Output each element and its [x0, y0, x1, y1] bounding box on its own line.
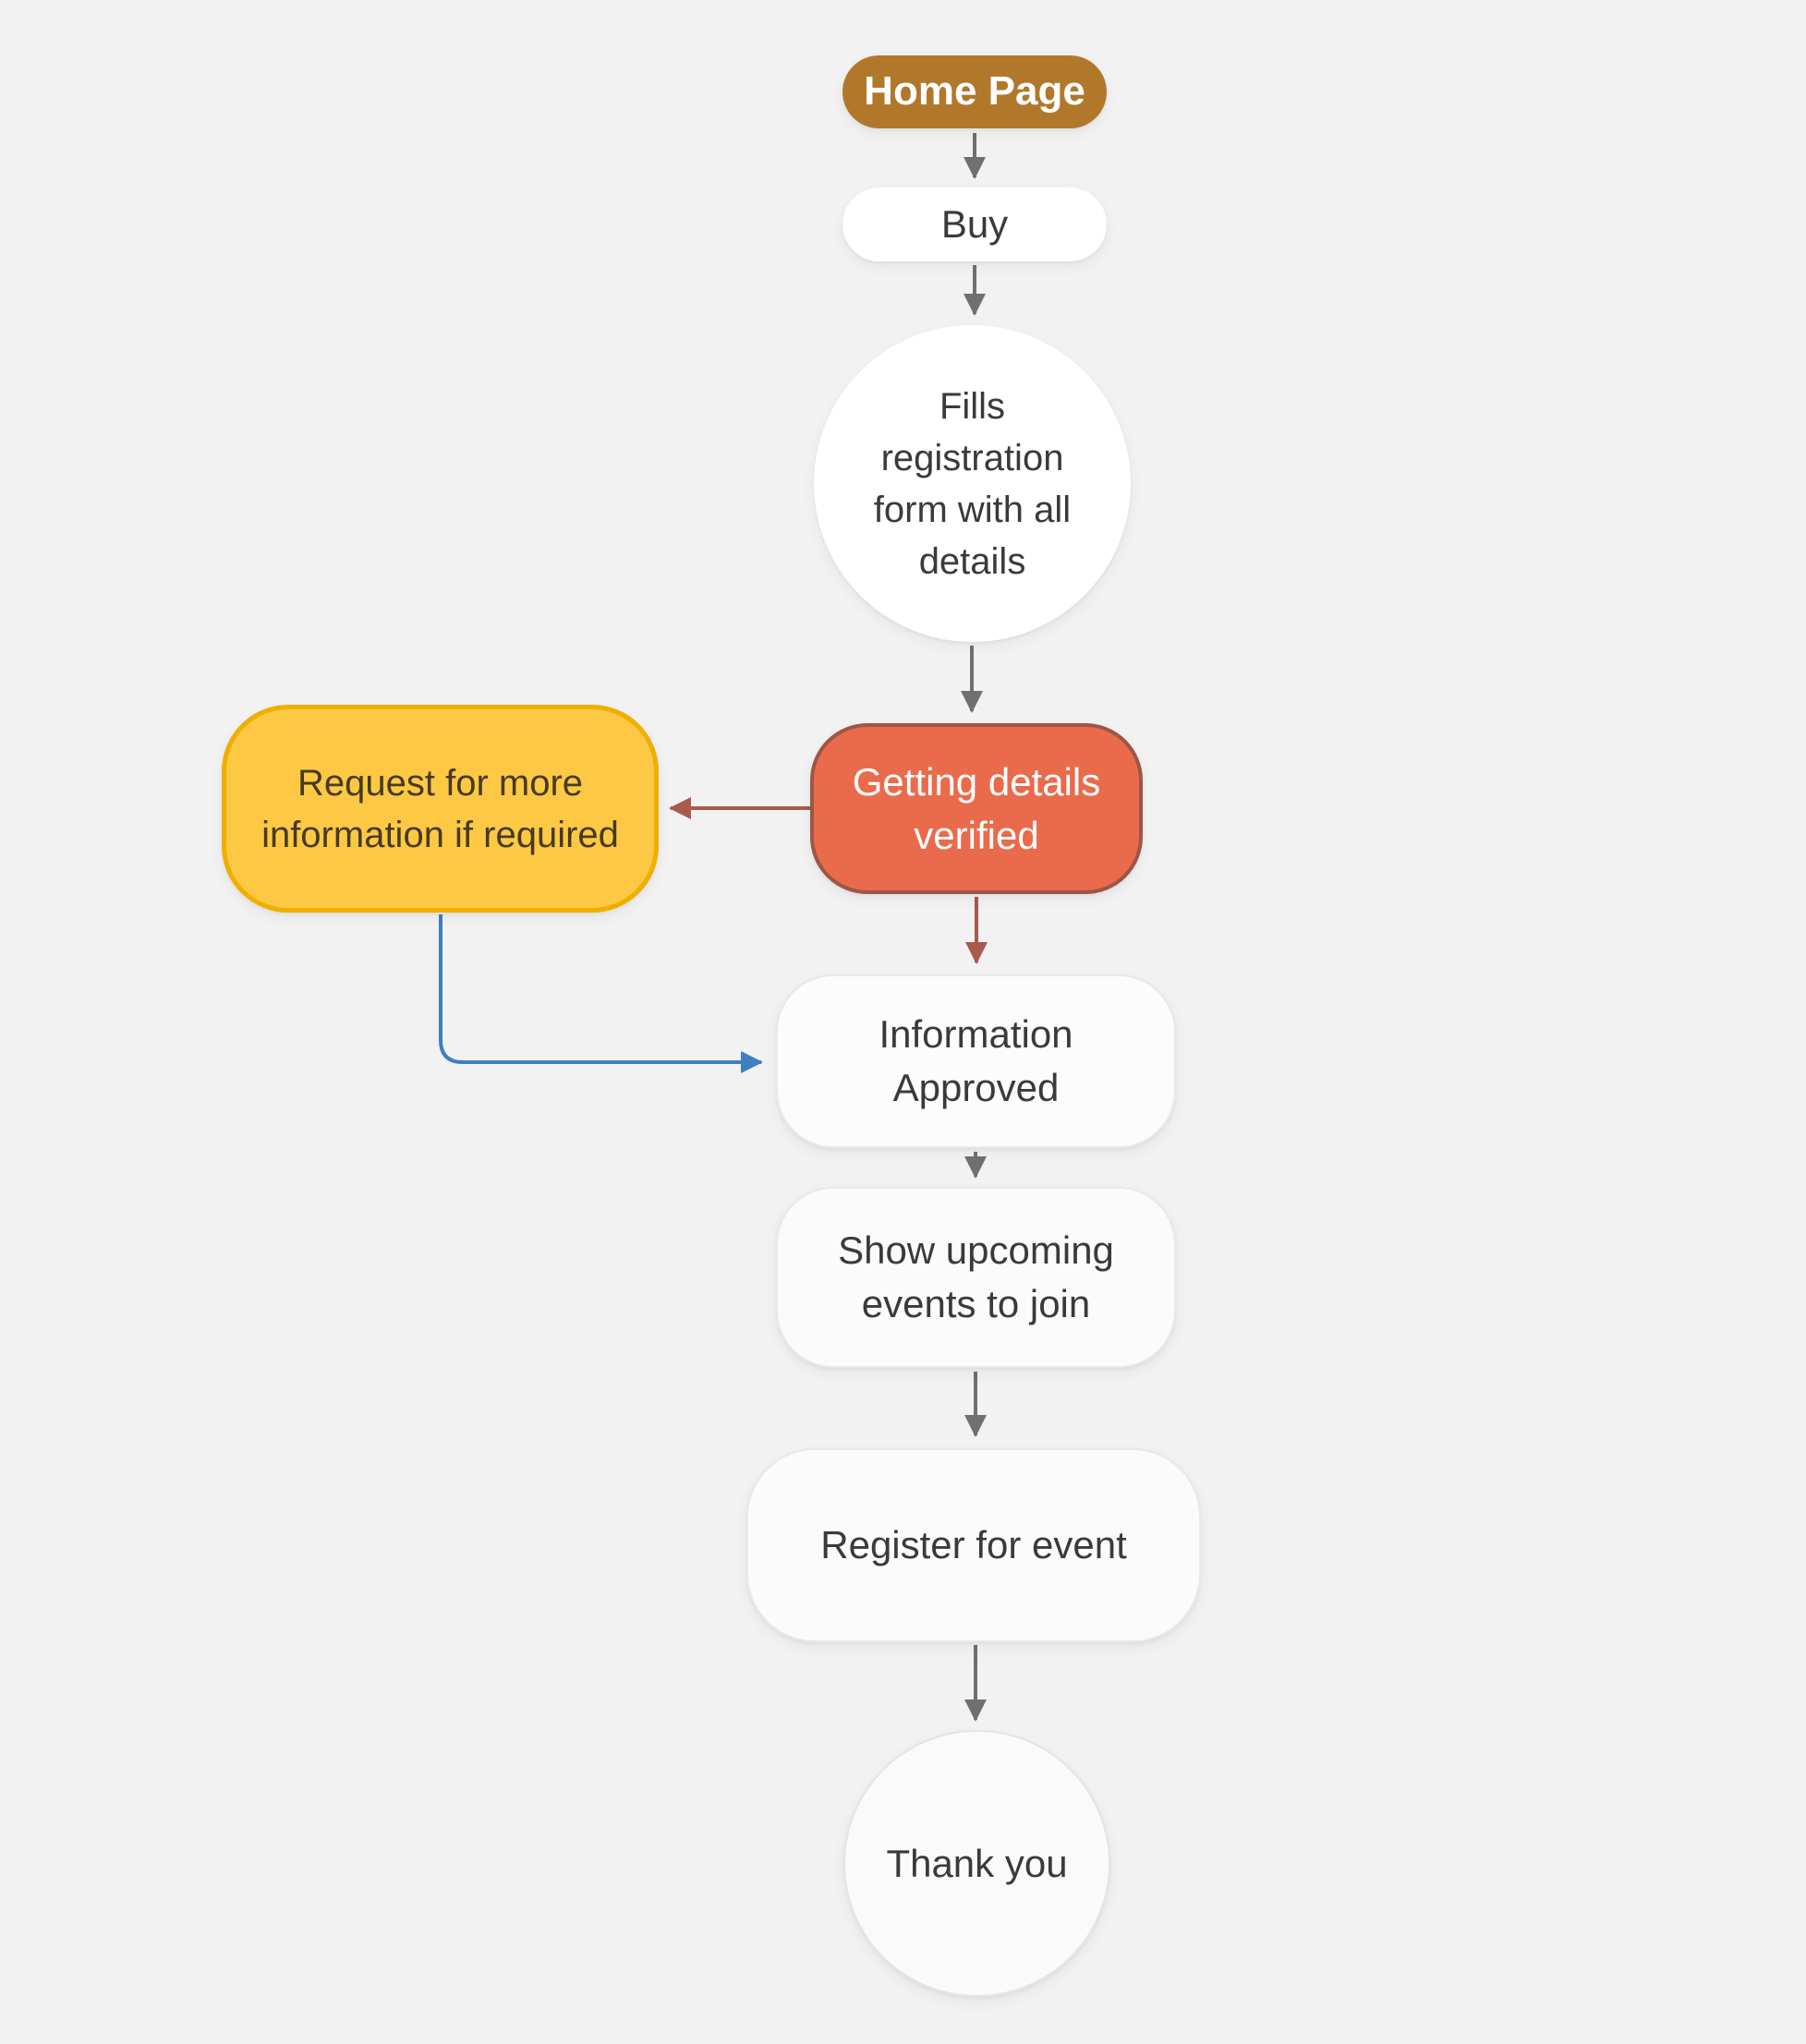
node-thank-you-label: Thank you — [886, 1841, 1068, 1885]
node-home-page-label: Home Page — [864, 68, 1085, 115]
node-fills-registration-form: Fills registration form with all details — [814, 325, 1131, 642]
node-buy: Buy — [842, 187, 1107, 261]
node-register-for-event: Register for event — [746, 1448, 1201, 1642]
node-information-approved: Information Approved — [776, 974, 1176, 1148]
node-getting-details-verified-label: Getting details verified — [852, 759, 1101, 857]
edge-request-info-to-info-approved — [439, 914, 763, 1073]
node-request-more-information-label: Request for more information if required — [261, 762, 619, 855]
node-request-more-information: Request for more information if required — [222, 705, 659, 913]
node-fills-registration-form-label: Fills registration form with all details — [873, 385, 1072, 582]
node-information-approved-label: Information Approved — [879, 1012, 1073, 1109]
node-getting-details-verified: Getting details verified — [810, 723, 1143, 894]
node-show-upcoming-events-label: Show upcoming events to join — [838, 1228, 1114, 1325]
node-show-upcoming-events: Show upcoming events to join — [776, 1187, 1176, 1368]
node-home-page: Home Page — [842, 55, 1107, 128]
node-buy-label: Buy — [940, 202, 1009, 247]
node-register-for-event-label: Register for event — [820, 1523, 1127, 1567]
node-thank-you: Thank you — [843, 1730, 1110, 1997]
